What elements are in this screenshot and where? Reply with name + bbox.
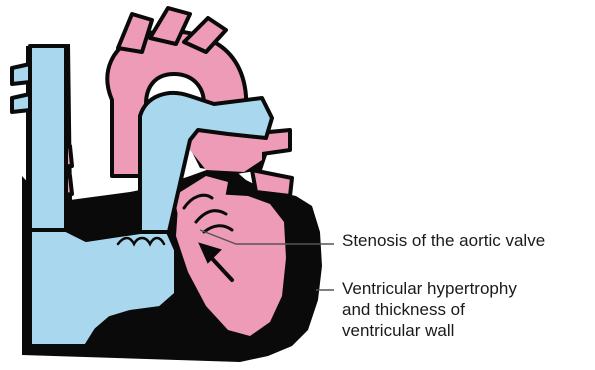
label-stenosis-aortic-valve: Stenosis of the aortic valve: [342, 230, 545, 251]
vena-cava-branch-upper: [12, 64, 30, 84]
label-hypertrophy-line-2: and thickness of: [342, 299, 517, 320]
superior-vena-cava: [30, 46, 66, 246]
pulmonary-vein-right-lower: [252, 170, 292, 196]
label-ventricular-hypertrophy: Ventricular hypertrophy and thickness of…: [342, 278, 517, 341]
label-hypertrophy-line-1: Ventricular hypertrophy: [342, 278, 517, 299]
label-hypertrophy-line-3: ventricular wall: [342, 320, 517, 341]
vena-cava-branch-lower: [12, 94, 30, 112]
